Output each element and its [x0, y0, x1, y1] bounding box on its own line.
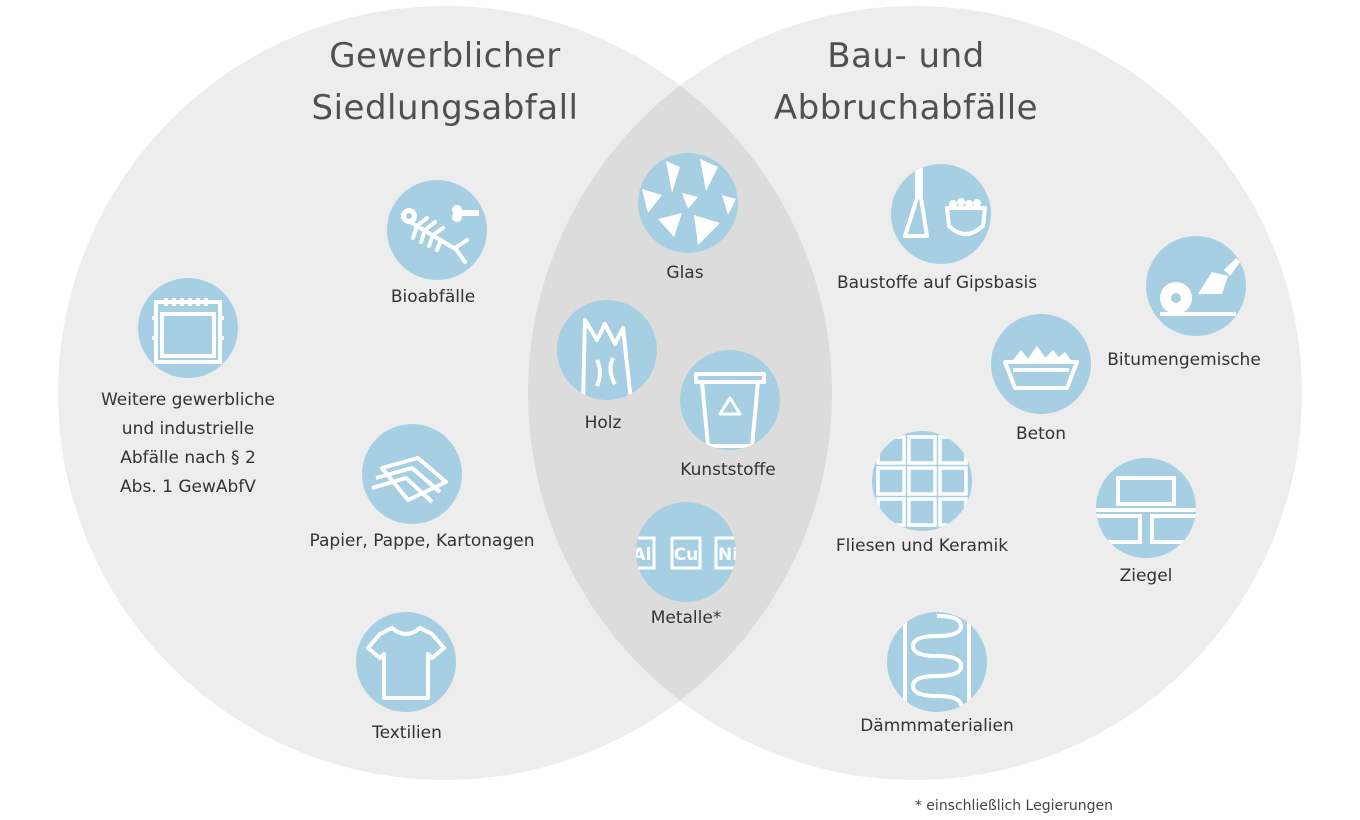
footnote: * einschließlich Legierungen — [914, 798, 1113, 814]
left-set-title: Gewerblicher Siedlungsabfall — [245, 30, 645, 134]
weitere-line-1: Weitere gewerbliche — [100, 390, 276, 410]
bitumen-roll-icon — [1146, 236, 1246, 336]
symbol-cu: Cu — [674, 545, 699, 565]
label-metalle: Metalle* — [650, 608, 722, 628]
metals-icon: Al Cu Ni — [636, 502, 736, 602]
wood-icon — [557, 300, 657, 400]
label-weitere: Weitere gewerbliche und industrielle Abf… — [58, 386, 318, 502]
label-kunststoffe: Kunststoffe — [680, 460, 776, 480]
label-papier: Papier, Pappe, Kartonagen — [309, 531, 535, 551]
fish-bone-icon — [387, 180, 487, 280]
left-title-line-1: Gewerblicher — [329, 36, 561, 76]
right-title-line-2: Abbruchabfälle — [773, 88, 1039, 128]
tshirt-icon — [356, 612, 456, 712]
label-daemm: Dämmmaterialien — [860, 716, 1014, 736]
symbol-ni: Ni — [718, 545, 736, 565]
label-glas: Glas — [666, 263, 704, 283]
broken-glass-icon — [638, 153, 738, 253]
symbol-al: Al — [636, 545, 651, 565]
brick-icon — [1096, 458, 1196, 558]
left-title-line-2: Siedlungsabfall — [311, 88, 579, 128]
weitere-line-2: und industrielle — [121, 419, 255, 439]
label-bitumen: Bitumengemische — [1107, 350, 1261, 370]
recycling-bin-icon — [680, 350, 780, 450]
label-ziegel: Ziegel — [1119, 566, 1173, 586]
container-icon — [138, 278, 238, 378]
label-holz: Holz — [584, 413, 622, 433]
insulation-icon — [887, 612, 987, 712]
weitere-line-3: Abfälle nach § 2 — [120, 448, 256, 468]
weitere-line-4: Abs. 1 GewAbfV — [120, 477, 256, 497]
plaster-icon — [891, 164, 991, 264]
label-beton: Beton — [1016, 424, 1066, 444]
right-title-line-1: Bau- und — [827, 36, 985, 76]
concrete-icon — [991, 314, 1091, 414]
right-set-title: Bau- und Abbruchabfälle — [706, 30, 1106, 134]
paper-stack-icon — [362, 424, 462, 524]
tiles-icon — [872, 431, 972, 531]
label-fliesen: Fliesen und Keramik — [835, 536, 1009, 556]
label-textilien: Textilien — [372, 723, 442, 743]
label-bioabfaelle: Bioabfälle — [390, 287, 476, 307]
label-gips: Baustoffe auf Gipsbasis — [836, 273, 1038, 293]
